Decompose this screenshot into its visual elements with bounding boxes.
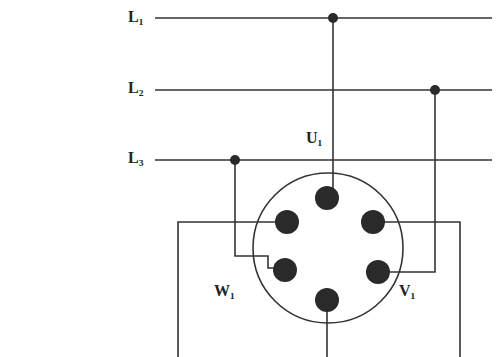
terminal	[315, 186, 339, 210]
link-wire	[326, 310, 328, 357]
junction-dot	[230, 155, 240, 165]
terminal-label: U₁	[306, 130, 322, 146]
junction-dot	[328, 13, 338, 23]
terminal-label: W₁	[214, 283, 235, 299]
wire	[235, 160, 275, 268]
wire	[332, 18, 334, 190]
wire	[390, 90, 435, 272]
line-label: L₂	[128, 80, 143, 96]
terminal	[275, 210, 299, 234]
link-wire	[384, 222, 460, 357]
terminal	[273, 258, 297, 282]
line-label: L₁	[128, 9, 143, 25]
supply-line	[155, 89, 492, 91]
terminal-box	[253, 173, 403, 323]
junction-dot	[430, 85, 440, 95]
terminal-label: V₁	[399, 283, 415, 299]
link-wire	[178, 222, 276, 357]
terminal	[366, 260, 390, 284]
terminal	[361, 210, 385, 234]
line-label: L₃	[128, 150, 143, 166]
supply-line	[155, 17, 492, 19]
supply-line	[155, 159, 492, 161]
terminal	[315, 288, 339, 312]
